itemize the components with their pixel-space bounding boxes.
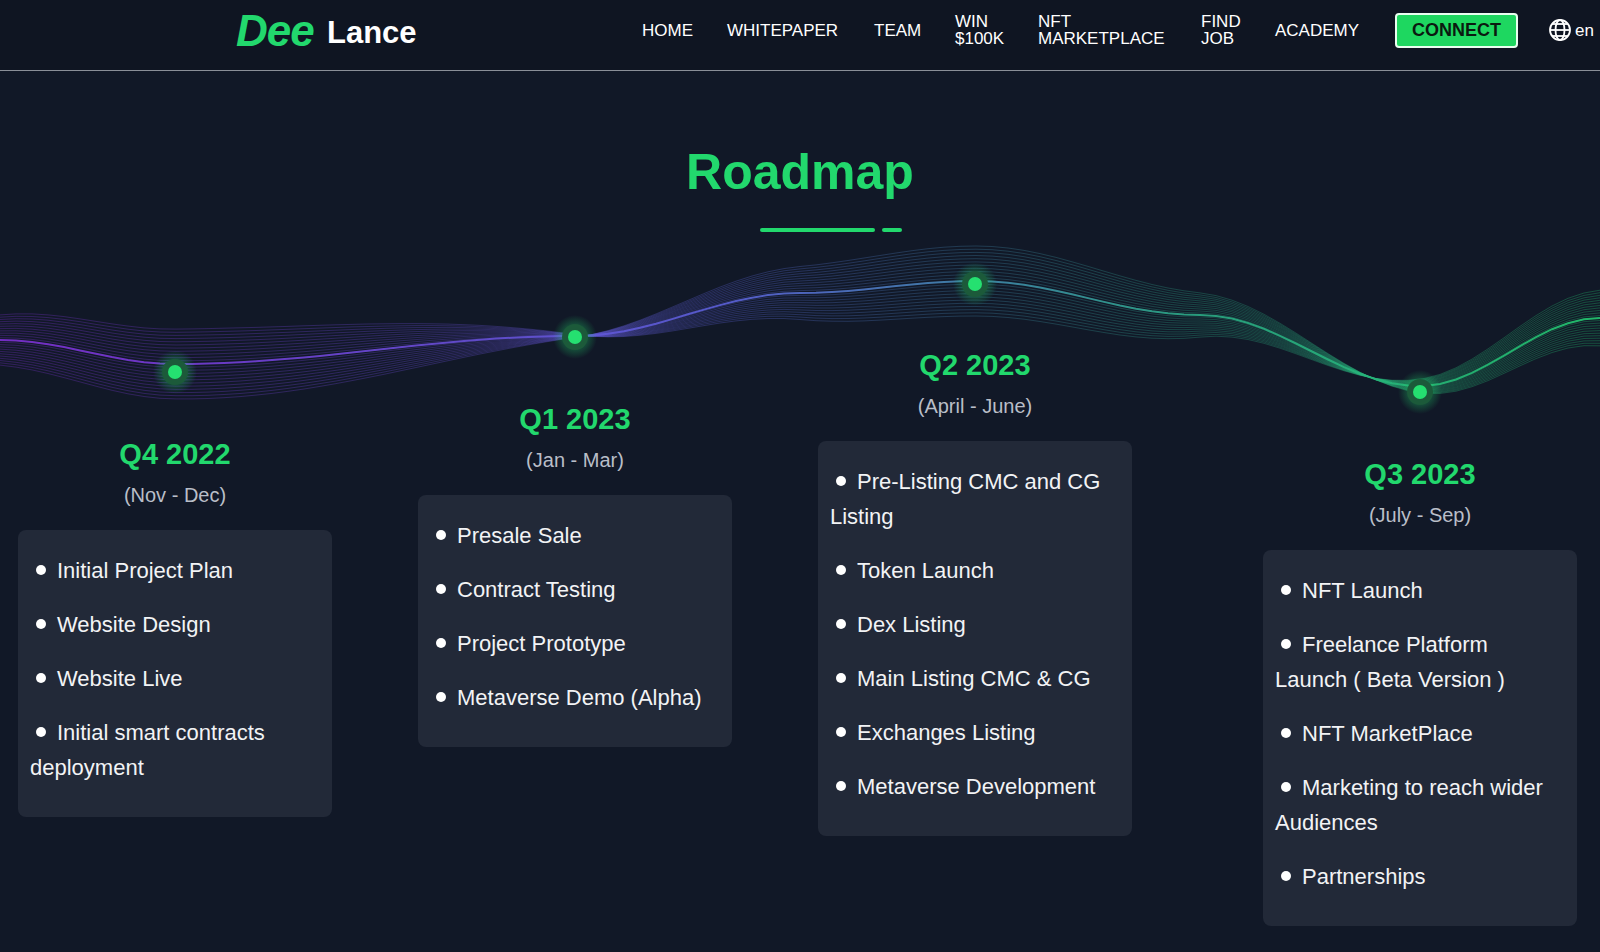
wave-line xyxy=(0,278,1600,387)
roadmap-card: Q2 2023 (April - June) Pre-Listing CMC and… xyxy=(818,348,1132,836)
milestone-item: Freelance Platform Launch ( Beta Version… xyxy=(1275,632,1505,692)
wave-line xyxy=(0,249,1600,396)
wave-line xyxy=(0,300,1600,383)
bullet-dot xyxy=(836,619,846,629)
quarter-heading: Q1 2023 xyxy=(418,402,732,436)
page-title: Roadmap xyxy=(0,143,1600,201)
wave-line xyxy=(0,259,1600,391)
bullet-dot xyxy=(836,565,846,575)
milestone-item: Project Prototype xyxy=(457,631,626,656)
card-panel: NFT LaunchFreelance Platform Launch ( Be… xyxy=(1263,550,1577,926)
nav-link: WHITEPAPER xyxy=(727,22,838,39)
title-underline xyxy=(760,228,875,232)
card-panel: Presale SaleContract TestingProject Prot… xyxy=(418,495,732,747)
roadmap-card: Q4 2022 (Nov - Dec) Initial Project PlanWe… xyxy=(18,437,332,817)
wave-line xyxy=(0,265,1600,389)
nav-link: NFT MARKETPLACE xyxy=(1038,13,1178,47)
bullet-dot xyxy=(436,692,446,702)
milestone-item: Presale Sale xyxy=(457,523,582,548)
milestone-item: Initial Project Plan xyxy=(57,558,233,583)
bullet-dot xyxy=(836,781,846,791)
bullet-dot xyxy=(1281,871,1291,881)
bullet-dot xyxy=(36,619,46,629)
roadmap-card: Q1 2023 (Jan - Mar) Presale SaleContract T… xyxy=(418,402,732,747)
date-range: (Nov - Dec) xyxy=(18,483,332,507)
wave-line xyxy=(0,287,1600,384)
nav-link: HOME xyxy=(642,22,693,39)
nav-link: WIN $100K xyxy=(955,13,1015,47)
bullet-dot xyxy=(836,476,846,486)
milestone-item: Marketing to reach wider Audiences xyxy=(1275,775,1543,835)
wave-line xyxy=(0,300,1600,382)
wave-line xyxy=(0,272,1600,388)
milestone-item: Website Live xyxy=(57,666,183,691)
wave-line xyxy=(0,293,1600,381)
milestone-item: NFT MarketPlace xyxy=(1302,721,1473,746)
wave-line xyxy=(0,262,1600,390)
globe-icon xyxy=(1550,20,1570,40)
milestone-item: Pre-Listing CMC and CG Listing xyxy=(830,469,1100,529)
milestone-item: Main Listing CMC & CG xyxy=(857,666,1091,691)
button-text: CONNECT xyxy=(1412,20,1501,41)
roadmap-card: Q3 2023 (July - Sep) NFT LaunchFreelance P… xyxy=(1263,457,1577,926)
bullet-dot xyxy=(836,727,846,737)
language-code: en xyxy=(1575,21,1594,41)
wave-line xyxy=(0,246,1600,399)
bullet-dot xyxy=(436,584,446,594)
milestone-item: Metaverse Development xyxy=(857,774,1095,799)
wave-line xyxy=(0,298,1600,382)
connect-button: CONNECT xyxy=(1395,13,1518,48)
nav-link: TEAM xyxy=(874,22,921,39)
timeline-dot xyxy=(153,262,1442,414)
logo-text: Dee xyxy=(236,6,314,56)
milestone-item: Exchanges Listing xyxy=(857,720,1036,745)
bullet-dot xyxy=(1281,782,1291,792)
milestone-item: NFT Launch xyxy=(1302,578,1423,603)
wave-line xyxy=(0,290,1600,380)
wave-line xyxy=(0,275,1600,388)
milestone-item: Initial smart contracts deployment xyxy=(30,720,265,780)
milestone-item: Contract Testing xyxy=(457,577,616,602)
wave-line xyxy=(0,284,1600,385)
wave-line xyxy=(0,256,1600,392)
bullet-dot xyxy=(836,673,846,683)
date-range: (Jan - Mar) xyxy=(418,448,732,472)
card-panel: Initial Project PlanWebsite DesignWebsit… xyxy=(18,530,332,817)
bullet-dot xyxy=(36,565,46,575)
bullet-dot xyxy=(436,530,446,540)
milestone-item: Metaverse Demo (Alpha) xyxy=(457,685,702,710)
wave-line xyxy=(0,294,1600,384)
quarter-heading: Q4 2022 xyxy=(18,437,332,471)
wave-line xyxy=(0,281,1600,386)
title-underline xyxy=(882,228,902,232)
milestone-item: Partnerships xyxy=(1302,864,1426,889)
logo-text: Lance xyxy=(327,15,417,51)
card-panel: Pre-Listing CMC and CG ListingToken Laun… xyxy=(818,441,1132,836)
date-range: (July - Sep) xyxy=(1263,503,1577,527)
milestone-item: Token Launch xyxy=(857,558,994,583)
nav-link: ACADEMY xyxy=(1275,22,1359,39)
date-range: (April - June) xyxy=(818,394,1132,418)
bullet-dot xyxy=(436,638,446,648)
bullet-dot xyxy=(1281,728,1291,738)
bullet-dot xyxy=(36,673,46,683)
wave-line xyxy=(0,291,1600,385)
milestone-item: Dex Listing xyxy=(857,612,966,637)
milestone-item: Website Design xyxy=(57,612,211,637)
bullet-dot xyxy=(1281,585,1291,595)
bullet-dot xyxy=(36,727,46,737)
wave-line xyxy=(0,297,1600,383)
quarter-heading: Q2 2023 xyxy=(818,348,1132,382)
bullet-dot xyxy=(1281,639,1291,649)
wave-line xyxy=(0,281,1600,386)
wave-line xyxy=(0,268,1600,388)
nav-link: FIND JOB xyxy=(1201,13,1251,47)
quarter-heading: Q3 2023 xyxy=(1263,457,1577,491)
wave-line xyxy=(0,252,1600,392)
